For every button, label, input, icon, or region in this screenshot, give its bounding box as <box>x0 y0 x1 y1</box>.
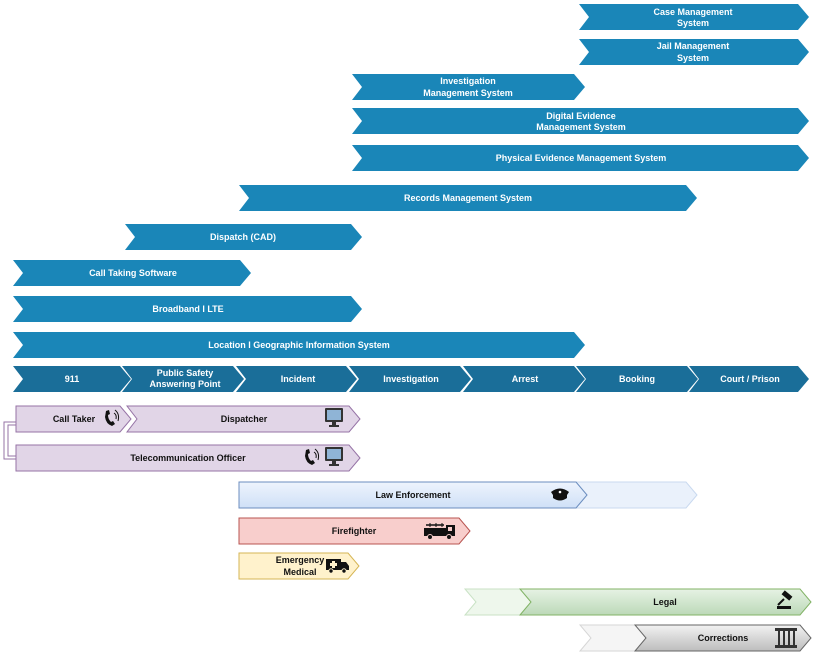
stage-psap: Public Safety Answering Point <box>122 366 244 392</box>
call-taking-label: Call Taking Software <box>89 268 177 278</box>
firefighter-label: Firefighter <box>332 526 377 536</box>
law-enforcement-label: Law Enforcement <box>375 490 450 500</box>
role-dispatcher: Dispatcher <box>125 405 361 433</box>
phone-icon <box>305 448 320 465</box>
broadband-label: Broadband l LTE <box>152 304 223 314</box>
monitor-icon <box>325 447 343 466</box>
case-mgmt-label-1: Case Management <box>653 7 732 17</box>
stage-911-label: 911 <box>65 374 80 384</box>
stage-psap-label-2: Answering Point <box>149 379 220 389</box>
stage-911: 911 <box>13 366 131 392</box>
phone-icon <box>105 409 120 426</box>
telecom-officer-label: Telecommunication Officer <box>130 453 246 463</box>
case-mgmt-label-2: System <box>677 18 709 28</box>
police-cap-icon <box>551 488 569 501</box>
stage-psap-label-1: Public Safety <box>157 368 214 378</box>
jail-mgmt-label-2: System <box>677 53 709 63</box>
gavel-icon <box>777 590 793 609</box>
system-digital-evidence: Digital Evidence Management System <box>352 108 809 134</box>
stage-court-label: Court / Prison <box>720 374 780 384</box>
dispatch-cad-label: Dispatch (CAD) <box>210 232 276 242</box>
digital-evidence-label-1: Digital Evidence <box>546 111 616 121</box>
ems-label-1: Emergency <box>276 555 325 565</box>
corrections-label: Corrections <box>698 633 749 643</box>
system-jail-management: Jail Management System <box>579 39 809 65</box>
investigation-mgmt-label-2: Management System <box>423 88 513 98</box>
system-broadband-lte: Broadband l LTE <box>13 296 362 322</box>
system-physical-evidence: Physical Evidence Management System <box>352 145 809 171</box>
stage-booking-label: Booking <box>619 374 655 384</box>
role-law-enforcement: Law Enforcement <box>238 481 698 509</box>
stage-court-prison: Court / Prison <box>689 366 809 392</box>
gis-label: Location l Geographic Information System <box>208 340 390 350</box>
role-legal: Legal <box>463 588 812 616</box>
ems-label-2: Medical <box>283 567 316 577</box>
legal-label: Legal <box>653 597 677 607</box>
stage-incident: Incident <box>236 366 357 392</box>
fire-truck-icon <box>424 523 455 540</box>
system-investigation-management: Investigation Management System <box>352 74 585 100</box>
call-taker-label: Call Taker <box>53 414 96 424</box>
system-call-taking-software: Call Taking Software <box>13 260 251 286</box>
system-gis: Location l Geographic Information System <box>13 332 585 358</box>
role-call-taker: Call Taker <box>15 405 132 433</box>
role-corrections: Corrections <box>578 624 812 652</box>
connector-bracket <box>3 421 17 460</box>
stage-investigation: Investigation <box>349 366 471 392</box>
dispatcher-label: Dispatcher <box>221 414 268 424</box>
stage-investigation-label: Investigation <box>383 374 439 384</box>
monitor-icon <box>325 408 343 427</box>
physical-evidence-label: Physical Evidence Management System <box>496 153 667 163</box>
stage-incident-label: Incident <box>281 374 316 384</box>
jail-mgmt-label-1: Jail Management <box>657 41 730 51</box>
stage-booking: Booking <box>576 366 698 392</box>
jail-icon <box>775 628 797 648</box>
stage-arrest-label: Arrest <box>512 374 539 384</box>
ambulance-icon <box>326 559 349 574</box>
records-mgmt-label: Records Management System <box>404 193 532 203</box>
stage-arrest: Arrest <box>463 366 585 392</box>
system-case-management: Case Management System <box>579 4 809 30</box>
role-telecommunication-officer: Telecommunication Officer <box>15 444 361 472</box>
investigation-mgmt-label-1: Investigation <box>440 76 496 86</box>
system-dispatch-cad: Dispatch (CAD) <box>125 224 362 250</box>
digital-evidence-label-2: Management System <box>536 122 626 132</box>
role-emergency-medical: Emergency Medical <box>238 552 360 580</box>
role-firefighter: Firefighter <box>238 517 471 545</box>
system-records-management: Records Management System <box>239 185 697 211</box>
